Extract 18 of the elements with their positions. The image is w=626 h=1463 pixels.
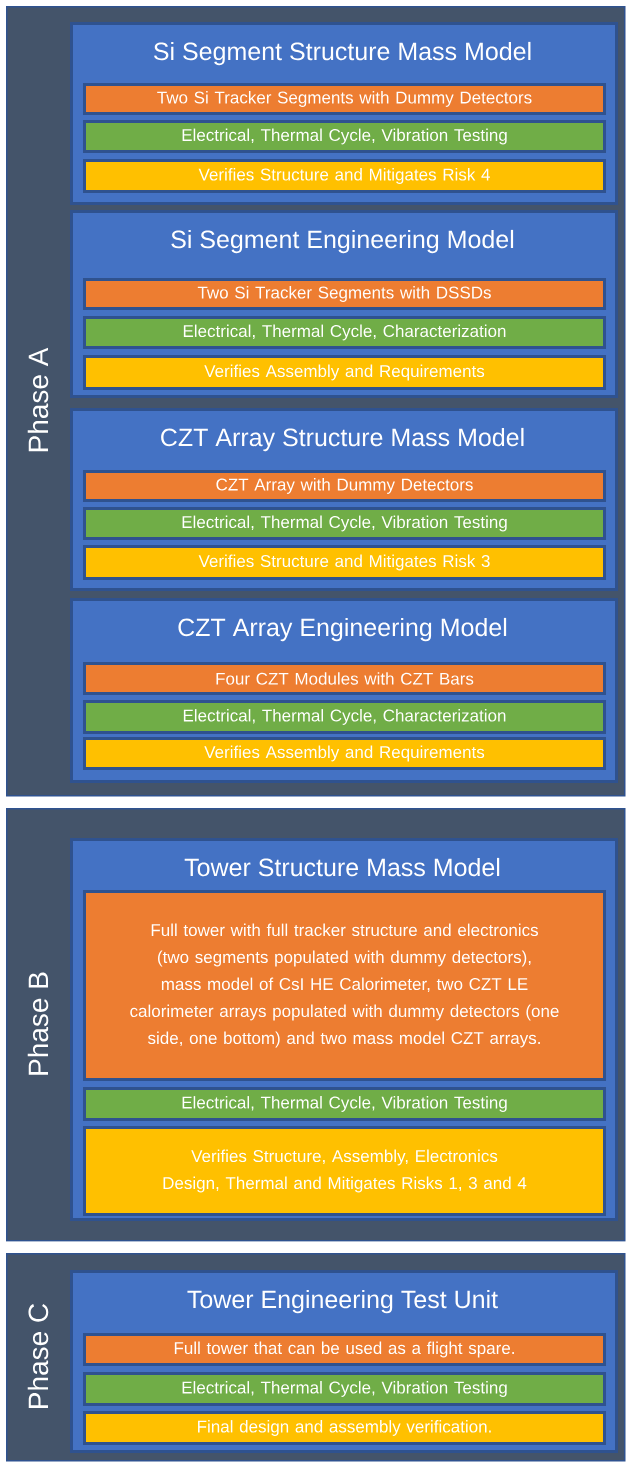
text-bar: Full tower that can be used as a flight spare. [83,1333,606,1366]
text-bar: Full tower with full tracker structure and electronics (two segments populated with dummy detectors), mass model of CsI HE Calorimeter, two CZT LE calorimeter arrays populated with dummy detectors (one side, one bottom) and two mass model CZT arrays. [83,890,606,1081]
text-bar: Verifies Assembly and Requirements [83,355,606,390]
text-bar: Verifies Structure and Mitigates Risk 3 [83,545,606,580]
text-bar: Four CZT Modules with CZT Bars [83,662,606,695]
text-bar: CZT Array with Dummy Detectors [83,470,606,502]
text-bar: Electrical, Thermal Cycle, Vibration Testing [83,1087,606,1121]
text-bar: Two Si Tracker Segments with DSSDs [83,278,606,310]
text-bar: Electrical, Thermal Cycle, Vibration Testing [83,1372,606,1406]
text-bar: Electrical, Thermal Cycle, Characterization [83,700,606,734]
text-bar: Electrical, Thermal Cycle, Characterization [83,316,606,349]
text-bar: Final design and assembly verification. [83,1411,606,1445]
text-bar: Verifies Structure, Assembly, Electronics Design, Thermal and Mitigates Risks 1, 3 and 4 [83,1126,606,1216]
text-bar: Verifies Structure and Mitigates Risk 4 [83,159,606,193]
text-bar: Verifies Assembly and Requirements [83,737,606,770]
text-bar: Electrical, Thermal Cycle, Vibration Testing [83,120,606,153]
text-bar: Electrical, Thermal Cycle, Vibration Testing [83,507,606,540]
text-bar: Two Si Tracker Segments with Dummy Detectors [83,83,606,115]
